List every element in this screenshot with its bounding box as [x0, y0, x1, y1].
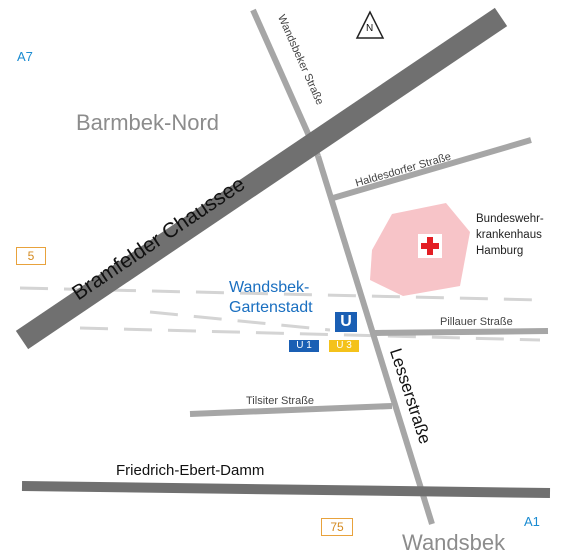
district-barmbek-nord: Barmbek-Nord — [76, 110, 220, 135]
tilsiter-strasse-road — [189, 403, 393, 417]
highway-a7-label: A7 — [17, 49, 33, 64]
pillauer-strasse-road — [374, 328, 549, 336]
bramfelder-chaussee-road — [15, 7, 508, 350]
station-name-line2: Gartenstadt — [229, 299, 313, 316]
highway-a1-label: A1 — [524, 514, 540, 529]
north-arrow-icon — [355, 10, 385, 39]
hospital-cross-icon — [418, 234, 442, 258]
hospital-name-line1: Bundeswehr- — [476, 213, 544, 225]
u3-line-badge: U 3 — [329, 340, 359, 352]
label-pillauer-strasse: Pillauer Straße — [440, 316, 513, 328]
u-bahn-symbol-icon: U — [335, 312, 357, 332]
hospital-name-line3: Hamburg — [476, 245, 524, 257]
wandsbeker-strasse-road — [250, 8, 321, 158]
route-shield-5: 5 — [16, 247, 46, 265]
label-friedrich-ebert-damm: Friedrich-Ebert-Damm — [116, 462, 265, 479]
railway-dashes — [19, 286, 541, 342]
hospital-name-line2: krankenhaus — [476, 229, 542, 241]
lesserstrasse-road — [315, 155, 435, 525]
route-shield-75: 75 — [321, 518, 353, 536]
friedrich-ebert-damm-road — [21, 481, 551, 498]
station-name: Wandsbek- Gartenstadt — [229, 278, 313, 318]
haldesdorfer-strasse-road — [332, 137, 532, 201]
district-wandsbek: Wandsbek — [402, 530, 506, 555]
u1-line-badge: U 1 — [289, 340, 319, 352]
hospital-name: Bundeswehr- krankenhaus Hamburg — [476, 211, 544, 259]
label-tilsiter-strasse: Tilsiter Straße — [246, 395, 315, 407]
north-arrow-label: N — [366, 23, 374, 34]
station-name-line1: Wandsbek- — [229, 279, 310, 296]
